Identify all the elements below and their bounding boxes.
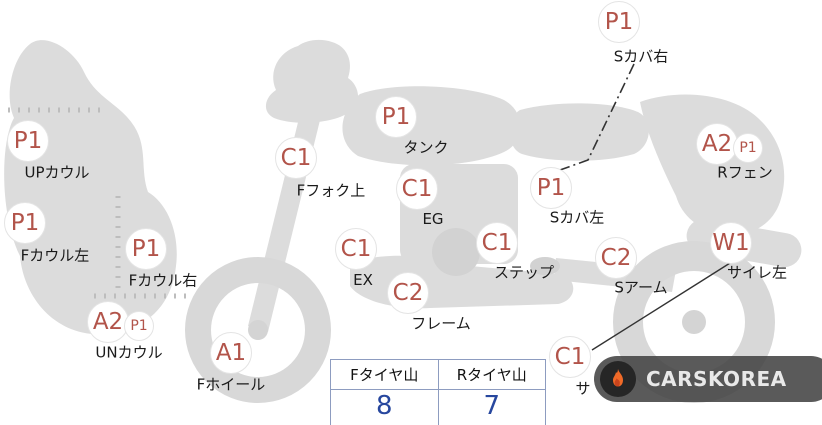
scover-right-dashdot-line [559, 63, 635, 171]
marker-code-12: P1 [598, 1, 640, 43]
marker-subcode-3: P1 [124, 311, 154, 341]
watermark-badge: CARSKOREA [594, 356, 822, 402]
marker-code-4: A1 [210, 332, 252, 374]
marker-code-14: A2 [696, 123, 738, 165]
marker-label-7: EG [422, 210, 444, 228]
marker-label-3: UNカウル [95, 343, 163, 362]
marker-code-13: C2 [595, 237, 637, 279]
tire-tread-table: Fタイヤ山 Rタイヤ山 8 7 [330, 359, 546, 425]
marker-label-1: Fカウル左 [20, 246, 90, 265]
marker-code-11: P1 [530, 167, 572, 209]
marker-code-5: C1 [275, 137, 317, 179]
marker-label-14: Rフェン [717, 163, 773, 182]
flame-icon [600, 361, 636, 397]
marker-code-7: C1 [396, 168, 438, 210]
marker-code-10: C1 [476, 222, 518, 264]
front-tire-tread-value: 8 [375, 391, 393, 421]
marker-label-9: フレーム [411, 314, 471, 333]
marker-code-2: P1 [125, 228, 167, 270]
watermark-text: CARSKOREA [646, 367, 787, 391]
front-tire-header: Fタイヤ山 [350, 366, 419, 384]
handlebar-shape [265, 39, 359, 123]
marker-code-0: P1 [7, 120, 49, 162]
cowl-divider-dotted-lines [8, 107, 192, 299]
marker-label-5: Fフォク上 [296, 181, 366, 200]
silencer-pointer-line [591, 257, 739, 351]
marker-label-0: UPカウル [24, 163, 90, 182]
marker-label-12: Sカバ右 [613, 47, 669, 66]
marker-code-9: C2 [387, 272, 429, 314]
tire-table-header-row: Fタイヤ山 Rタイヤ山 [331, 360, 545, 390]
marker-code-16: C1 [549, 336, 591, 378]
marker-code-15: W1 [710, 222, 752, 264]
marker-label-4: Fホイール [196, 375, 266, 394]
marker-code-1: P1 [4, 202, 46, 244]
front-wheel [185, 257, 331, 403]
marker-label-15: サイレ左 [726, 263, 788, 282]
front-hub [248, 320, 268, 340]
marker-label-10: ステップ [493, 263, 555, 282]
marker-code-3: A2 [87, 301, 129, 343]
rear-tire-tread-value: 7 [437, 390, 546, 425]
engine-case-circle [432, 228, 480, 276]
marker-label-16: サ [575, 379, 591, 398]
marker-label-6: タンク [403, 138, 449, 157]
step-shape [530, 257, 560, 275]
tire-table-value-row: 8 7 [331, 390, 545, 425]
marker-label-2: Fカウル右 [128, 271, 198, 290]
marker-code-6: P1 [375, 96, 417, 138]
seat-shape [509, 103, 649, 161]
marker-subcode-14: P1 [733, 133, 763, 163]
marker-label-11: Sカバ左 [549, 208, 605, 227]
rear-hub [682, 310, 706, 334]
marker-label-8: EX [353, 271, 373, 289]
rear-fender-shape [640, 94, 785, 235]
rear-tire-header: Rタイヤ山 [437, 360, 546, 389]
marker-code-8: C1 [335, 228, 377, 270]
marker-label-13: Sアーム [614, 278, 668, 297]
pointer-lines [559, 63, 739, 351]
